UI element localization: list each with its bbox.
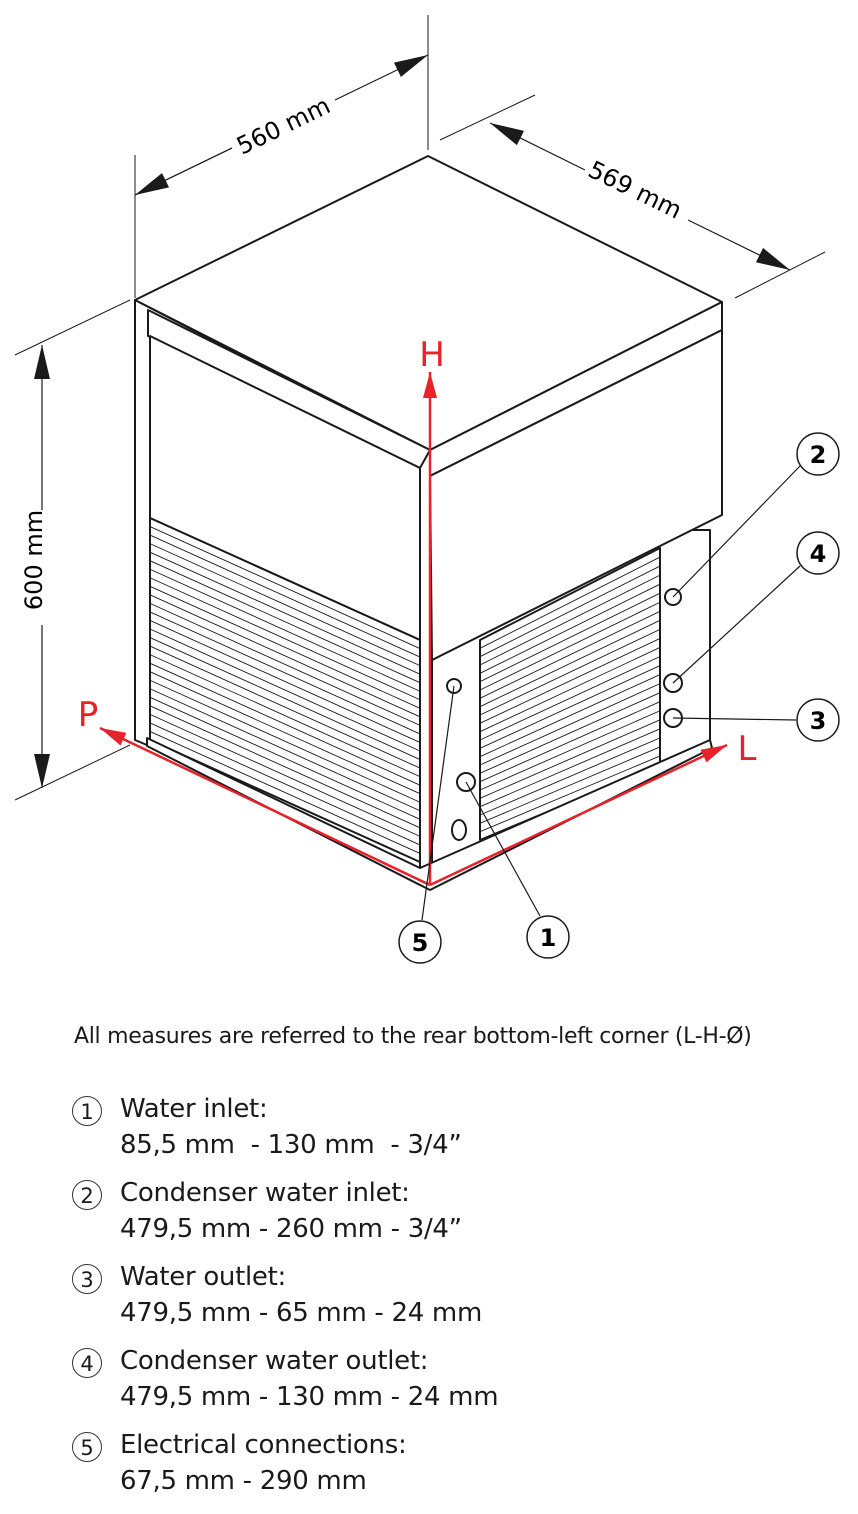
grille-fin	[149, 671, 421, 795]
grille-fin	[149, 602, 421, 726]
grille-fin	[149, 637, 421, 760]
grille-fin	[479, 656, 661, 741]
legend-value: 67,5 mm - 290 mm	[120, 1466, 367, 1496]
legend-label: Condenser water outlet:	[120, 1346, 429, 1376]
legend-label: Electrical connections:	[120, 1430, 407, 1460]
grille-fin	[479, 710, 661, 791]
grille-fin	[149, 594, 421, 718]
grille-fin	[479, 701, 661, 783]
legend-value: 479,5 mm - 260 mm - 3/4”	[120, 1214, 462, 1244]
legend-number: 5	[72, 1432, 102, 1462]
grille-fin	[479, 583, 661, 674]
grille-fin	[479, 755, 661, 833]
legend-label: Water inlet:	[120, 1094, 268, 1124]
grille-fin	[149, 620, 421, 743]
grille-fin	[479, 601, 661, 691]
grille-fin	[479, 647, 661, 733]
legend-value: 85,5 mm - 130 mm - 3/4”	[120, 1130, 462, 1160]
cabinet	[134, 155, 723, 891]
left-grille-fins	[149, 526, 421, 854]
grille-fin	[149, 585, 421, 709]
legend-label: Water outlet:	[120, 1262, 286, 1292]
grille-fin	[149, 543, 421, 667]
grille-fin	[479, 565, 661, 658]
legend-label: Condenser water inlet:	[120, 1178, 410, 1208]
grille-fin	[479, 610, 661, 699]
grille-fin	[479, 719, 661, 799]
grille-fin	[149, 526, 421, 649]
grille-fin	[149, 722, 421, 846]
grille-fin	[149, 551, 421, 675]
grille-fin	[149, 662, 421, 786]
legend-value: 479,5 mm - 65 mm - 24 mm	[120, 1298, 482, 1328]
callout-1: 1	[540, 924, 557, 952]
legend-number: 2	[72, 1180, 102, 1210]
axis-p	[99, 726, 431, 887]
right-grille-fins	[479, 556, 661, 833]
grille-fin	[149, 696, 421, 820]
grille-fin	[479, 574, 661, 666]
grille-fin	[479, 665, 661, 749]
grille-fin	[149, 534, 421, 658]
grille-fin	[149, 713, 421, 837]
grille-fin	[149, 654, 421, 778]
axis-p-label: P	[78, 695, 99, 735]
reference-note: All measures are referred to the rear bo…	[74, 1024, 752, 1049]
reference-axes	[99, 372, 728, 887]
grille-fin	[479, 592, 661, 683]
callout-leaders	[421, 465, 801, 921]
grille-fin	[479, 746, 661, 824]
callouts	[398, 432, 840, 964]
depth-label: 569 mm	[584, 155, 686, 224]
axis-h-label: H	[419, 335, 445, 375]
grille-fin	[149, 568, 421, 692]
legend-value: 479,5 mm - 130 mm - 24 mm	[120, 1382, 499, 1412]
grille-fin	[149, 628, 421, 752]
dimension-depth	[489, 122, 791, 271]
grille-fin	[149, 645, 421, 769]
unit-isometric-diagram: 560 mm 569 mm 600 mm	[14, 15, 840, 964]
grille-fin	[479, 683, 661, 766]
grille-fin	[149, 705, 421, 829]
grille-fin	[149, 577, 421, 701]
height-label: 600 mm	[20, 510, 48, 610]
grille-fin	[479, 619, 661, 708]
grille-fin	[479, 628, 661, 716]
grille-fin	[149, 679, 421, 803]
grille-fin	[479, 737, 661, 816]
axis-l-label: L	[738, 729, 757, 769]
legend-number: 4	[72, 1348, 102, 1378]
callout-5: 5	[412, 929, 429, 957]
axis-l	[429, 743, 728, 887]
grille-fin	[479, 674, 661, 758]
grille-fin	[479, 638, 661, 724]
grille-fin	[479, 556, 661, 649]
legend-number: 1	[72, 1096, 102, 1126]
width-label: 560 mm	[232, 91, 334, 160]
grille-fin	[149, 688, 421, 812]
grille-fin	[149, 611, 421, 735]
callout-4: 4	[810, 540, 827, 568]
grille-fin	[149, 731, 421, 854]
dimension-width	[134, 54, 429, 196]
grille-fin	[479, 728, 661, 808]
grille-fin	[149, 560, 421, 684]
callout-3: 3	[810, 707, 827, 735]
callout-2: 2	[810, 441, 827, 469]
legend-number: 3	[72, 1264, 102, 1294]
grille-fin	[479, 692, 661, 774]
